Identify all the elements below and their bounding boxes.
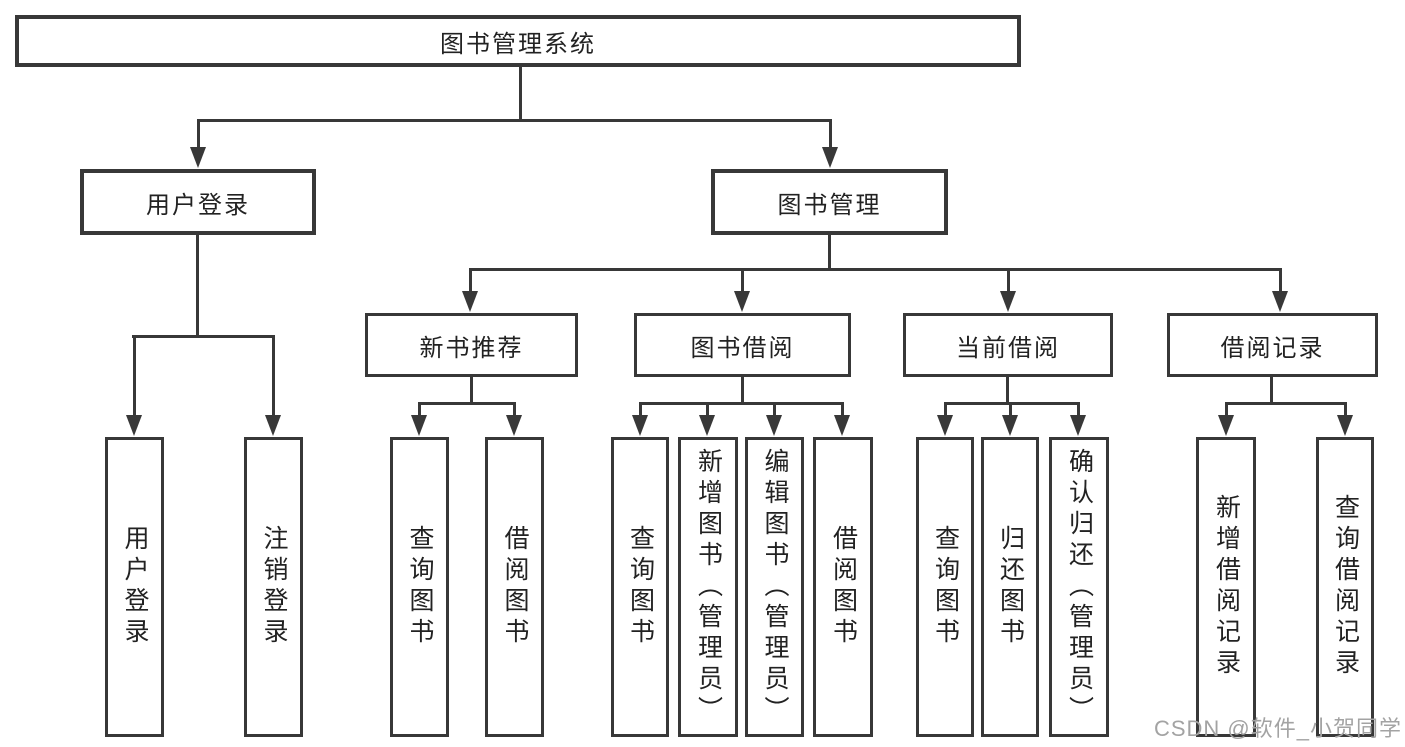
connector-arrow-shaft [1344,402,1347,417]
connector-arrow-shaft [1007,268,1010,293]
connector-arrow-shaft [1009,402,1012,417]
leaf-borrowing-add-books-admin: 新增图书（管理员） [678,437,738,737]
connector-arrow-shaft [272,335,275,417]
arrowhead-down-icon [506,415,522,436]
arrowhead-down-icon [190,147,206,168]
connector-line [418,402,516,405]
connector-arrow-shaft [773,402,776,417]
arrowhead-down-icon [632,415,648,436]
arrowhead-down-icon [462,291,478,312]
node-new-book-recommend: 新书推荐 [365,313,578,377]
arrowhead-down-icon [265,415,281,436]
connector-line [519,66,522,122]
connector-line [944,402,1080,405]
leaf-newbook-query-books: 查询图书 [390,437,449,737]
arrowhead-down-icon [766,415,782,436]
leaf-current-query-books: 查询图书 [916,437,974,737]
leaf-records-add-borrow-record: 新增借阅记录 [1196,437,1256,737]
connector-line [197,119,832,122]
leaf-current-return-books: 归还图书 [981,437,1039,737]
connector-arrow-shaft [639,402,642,417]
arrowhead-down-icon [1070,415,1086,436]
connector-arrow-shaft [418,402,421,417]
leaf-logout: 注销登录 [244,437,303,737]
connector-line [470,376,473,405]
leaf-current-confirm-return-admin: 确认归还（管理员） [1049,437,1109,737]
node-book-borrowing: 图书借阅 [634,313,851,377]
connector-arrow-shaft [133,335,136,417]
arrowhead-down-icon [1337,415,1353,436]
node-book-management: 图书管理 [711,169,948,235]
connector-line [639,402,843,405]
watermark-text: CSDN @软件_小贺同学 [1153,716,1402,741]
connector-line [196,234,199,338]
arrowhead-down-icon [699,415,715,436]
connector-arrow-shaft [741,268,744,293]
arrowhead-down-icon [937,415,953,436]
arrowhead-down-icon [822,147,838,168]
connector-line [1006,376,1009,405]
leaf-borrowing-query-books: 查询图书 [611,437,669,737]
arrowhead-down-icon [834,415,850,436]
arrowhead-down-icon [411,415,427,436]
connector-line [828,234,831,271]
connector-arrow-shaft [469,268,472,293]
leaf-records-query-borrow-record: 查询借阅记录 [1316,437,1374,737]
arrowhead-down-icon [1218,415,1234,436]
leaf-borrowing-edit-books-admin: 编辑图书（管理员） [745,437,804,737]
leaf-user-login: 用户登录 [105,437,164,737]
arrowhead-down-icon [1002,415,1018,436]
connector-arrow-shaft [1077,402,1080,417]
connector-line [1225,402,1347,405]
node-borrowing-records: 借阅记录 [1167,313,1378,377]
connector-line [1270,376,1273,405]
connector-line [741,376,744,405]
connector-arrow-shaft [944,402,947,417]
leaf-newbook-borrow-books: 借阅图书 [485,437,544,737]
leaf-borrowing-borrow-books: 借阅图书 [813,437,873,737]
arrowhead-down-icon [734,291,750,312]
arrowhead-down-icon [1000,291,1016,312]
connector-line [469,268,1282,271]
connector-line [132,335,275,338]
arrowhead-down-icon [1272,291,1288,312]
connector-arrow-shaft [1279,268,1282,293]
node-root-library-management-system: 图书管理系统 [15,15,1021,67]
connector-arrow-shaft [829,119,832,149]
connector-arrow-shaft [841,402,844,417]
node-user-login: 用户登录 [80,169,316,235]
node-current-borrowing: 当前借阅 [903,313,1113,377]
arrowhead-down-icon [126,415,142,436]
connector-arrow-shaft [197,119,200,149]
connector-arrow-shaft [706,402,709,417]
connector-arrow-shaft [1225,402,1228,417]
connector-arrow-shaft [513,402,516,417]
